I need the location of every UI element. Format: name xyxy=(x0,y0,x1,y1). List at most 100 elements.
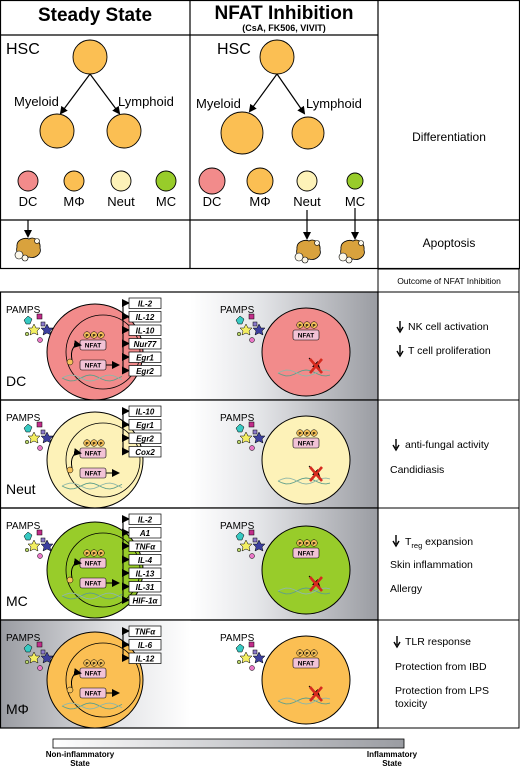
svg-text:P: P xyxy=(305,651,308,656)
nfat-label: NFAT xyxy=(85,363,102,370)
neut-label-2: Neut xyxy=(293,194,321,209)
mc-label-2: MC xyxy=(345,194,365,209)
lymphoid-cell xyxy=(106,113,142,149)
nfat-label: NFAT xyxy=(298,661,315,668)
gene-label: Cox2 xyxy=(135,448,155,457)
gene-box xyxy=(128,639,162,651)
outcome-line: Protection from LPS xyxy=(395,685,489,697)
gene-box xyxy=(128,419,162,431)
outcome-line: Protection from IBD xyxy=(395,661,487,673)
apoptotic-cell-icon xyxy=(294,239,321,264)
outcome-line: NK cell activation xyxy=(408,321,489,333)
svg-text:P: P xyxy=(99,661,102,666)
gene-label: IL-12 xyxy=(136,654,155,663)
header-subtitle: (CsA, FK506, VIVIT) xyxy=(242,23,326,33)
svg-text:P: P xyxy=(298,541,301,546)
gene-label: IL-13 xyxy=(136,569,155,578)
pamps-label: PAMPS xyxy=(6,413,41,424)
gene-box xyxy=(128,625,162,637)
gene-label: IL-2 xyxy=(138,515,153,524)
svg-text:P: P xyxy=(298,651,301,656)
pamps-label: PAMPS xyxy=(220,633,255,644)
gene-box xyxy=(128,365,162,377)
svg-text:P: P xyxy=(85,661,88,666)
svg-text:P: P xyxy=(92,441,95,446)
outcome-line: toxicity xyxy=(395,698,428,710)
lymphoid-label: Lymphoid xyxy=(118,94,174,109)
apoptotic-cell-icon xyxy=(14,237,41,262)
svg-text:P: P xyxy=(312,323,315,328)
gene-label: TNFα xyxy=(135,627,157,636)
gene-box xyxy=(128,527,162,539)
gene-label: HIF-1α xyxy=(133,596,159,605)
differentiation-label: Differentiation xyxy=(412,130,486,144)
cell-body xyxy=(261,525,351,615)
apoptotic-cell-icon xyxy=(338,239,365,264)
myeloid-cell xyxy=(39,113,75,149)
svg-text:P: P xyxy=(305,541,308,546)
cell-body xyxy=(261,635,351,725)
hsc-cell xyxy=(72,39,108,75)
legend-left-label: Non-inflammatory xyxy=(46,750,115,759)
gene-box xyxy=(128,567,162,579)
svg-text:P: P xyxy=(312,651,315,656)
hsc-cell-2 xyxy=(259,39,295,75)
mc-label: MC xyxy=(156,194,176,209)
gene-label: TNFα xyxy=(135,542,157,551)
mast-cell xyxy=(155,170,177,192)
outcome-header: Outcome of NFAT Inhibition xyxy=(397,276,501,286)
cell-type-label: MΦ xyxy=(6,701,29,717)
cell-type-label: MC xyxy=(6,593,28,609)
lymphoid-label-2: Lymphoid xyxy=(306,96,362,111)
svg-text:P: P xyxy=(92,333,95,338)
myeloid-label-2: Myeloid xyxy=(196,96,241,111)
nfat-label: NFAT xyxy=(85,451,102,458)
svg-text:P: P xyxy=(92,551,95,556)
svg-text:P: P xyxy=(85,551,88,556)
neutrophil-cell-2 xyxy=(296,170,318,192)
svg-text:P: P xyxy=(85,441,88,446)
outcome-line: Treg expansion xyxy=(405,536,473,550)
gene-box xyxy=(128,297,162,309)
svg-text:P: P xyxy=(85,333,88,338)
steady-tree: HSC Myeloid Lymphoid DC MΦ Neut MC xyxy=(6,39,177,209)
macrophage-cell xyxy=(63,170,85,192)
dc-cell xyxy=(17,170,39,192)
svg-text:P: P xyxy=(99,441,102,446)
nfat-label: NFAT xyxy=(298,441,315,448)
gene-label: IL-4 xyxy=(138,556,153,565)
gene-box xyxy=(128,594,162,606)
nfat-label: NFAT xyxy=(298,333,315,340)
gene-box xyxy=(128,581,162,593)
nfat-label: NFAT xyxy=(85,671,102,678)
svg-text:P: P xyxy=(312,541,315,546)
nfat-label: NFAT xyxy=(85,581,102,588)
gene-box xyxy=(128,432,162,444)
svg-text:P: P xyxy=(99,551,102,556)
gene-label: A1 xyxy=(139,529,151,538)
apoptosis-label: Apoptosis xyxy=(423,236,476,250)
gene-box xyxy=(128,405,162,417)
gene-label: Egr1 xyxy=(136,421,154,430)
legend-right-label-2: State xyxy=(382,759,402,768)
nfat-label: NFAT xyxy=(85,691,102,698)
svg-text:P: P xyxy=(312,431,315,436)
mast-cell-2 xyxy=(346,172,364,190)
outcome-header-row: Outcome of NFAT Inhibition xyxy=(377,268,520,293)
gene-box xyxy=(128,513,162,525)
pamps-label: PAMPS xyxy=(6,633,41,644)
mph-label: MΦ xyxy=(63,194,84,209)
